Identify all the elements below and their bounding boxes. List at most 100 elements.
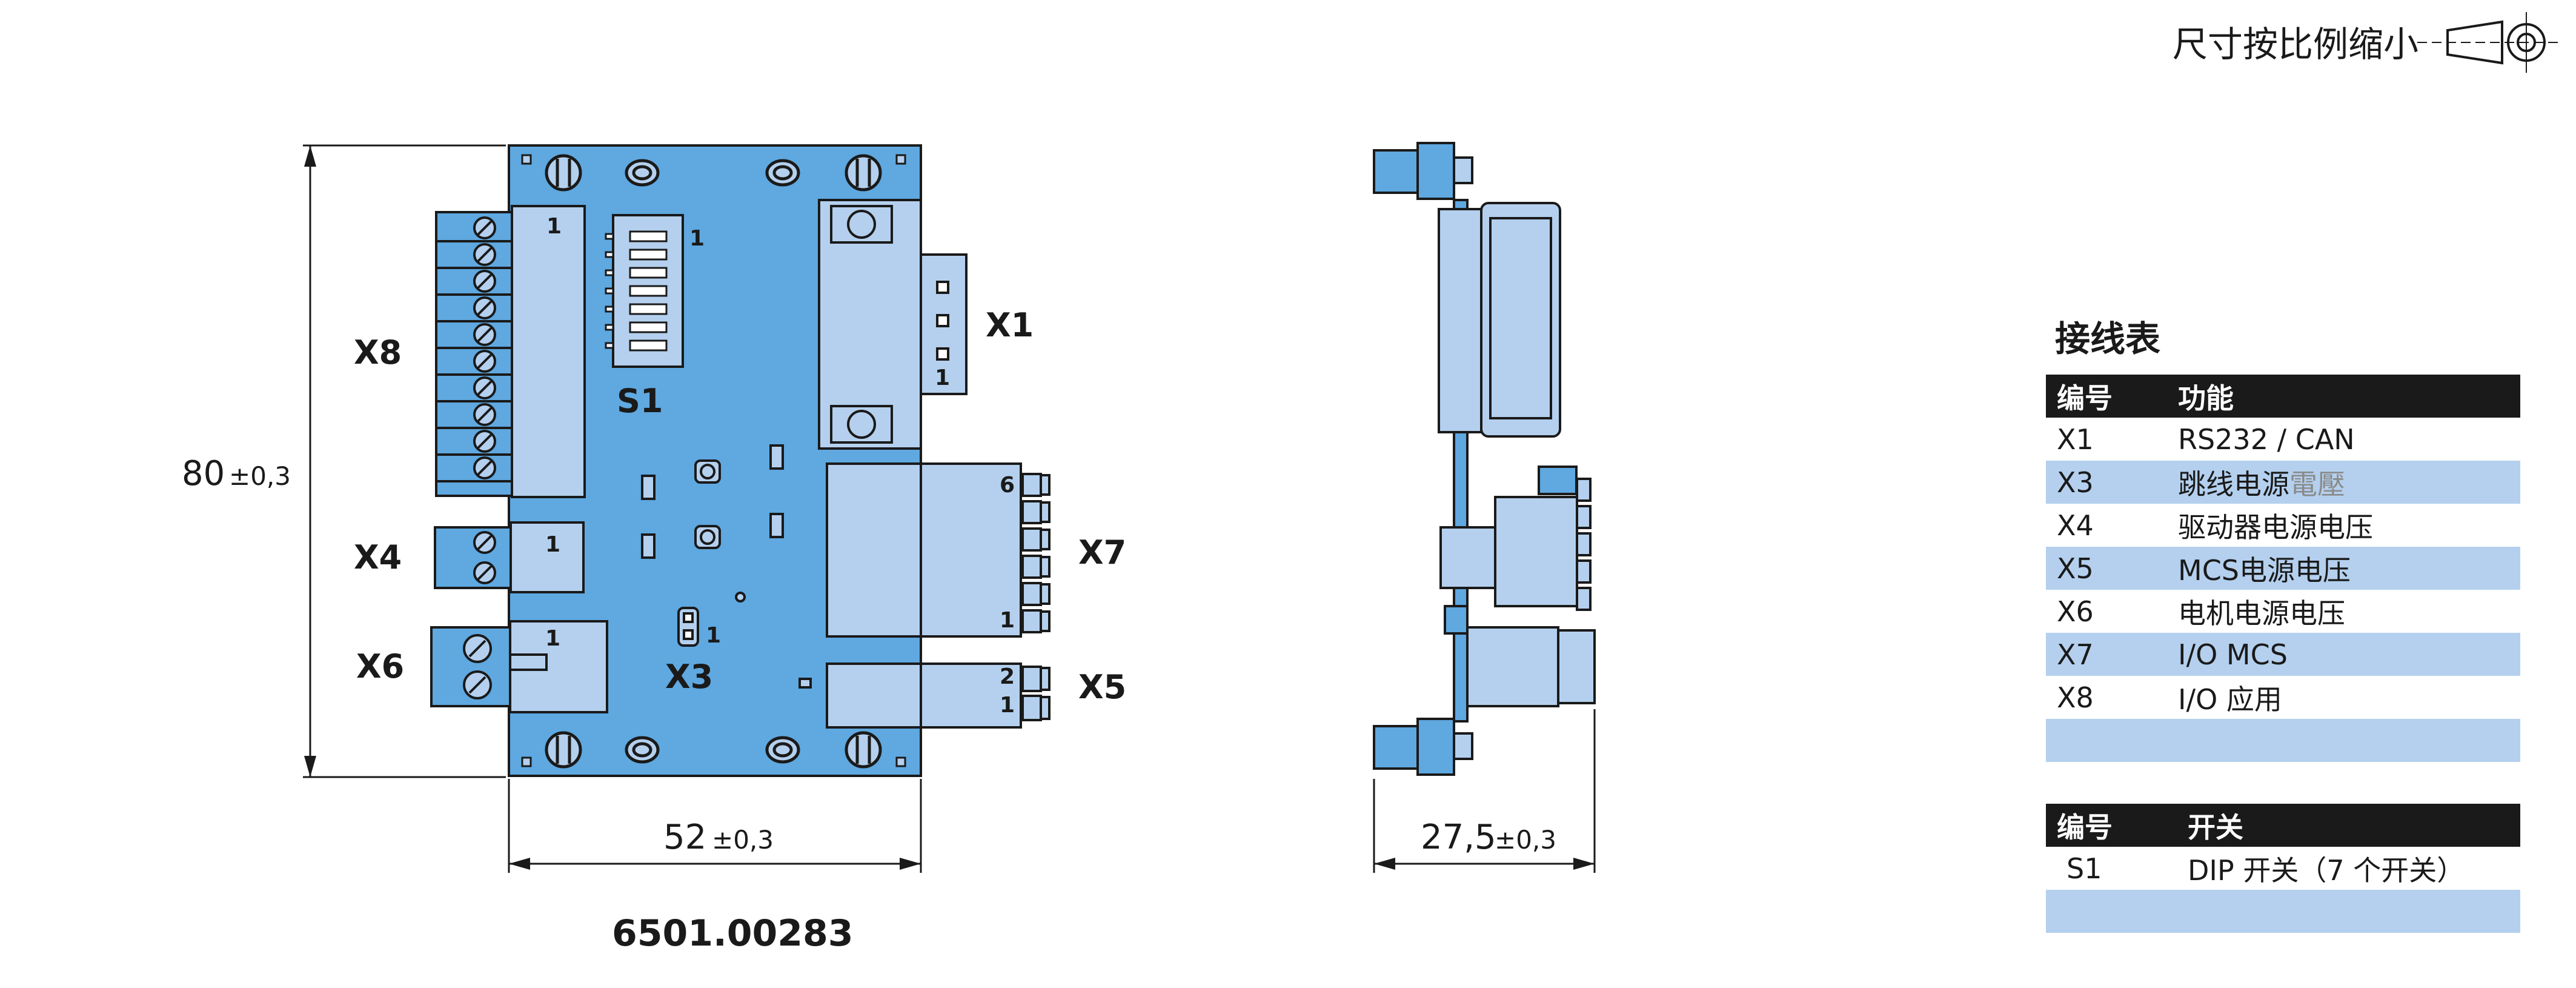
row-function: 跳线电源	[2178, 467, 2289, 501]
label-x8: X8	[354, 333, 402, 372]
connector-x5	[826, 663, 1051, 729]
dip-toggle	[629, 321, 668, 333]
switch-table-header: 编号 开关	[2046, 804, 2520, 847]
connector-x4	[434, 521, 585, 593]
label-x6: X6	[356, 647, 404, 686]
dip-toggle	[629, 230, 668, 242]
row-function: 驱动器电源电压	[2178, 510, 2373, 544]
wiring-table-header: 编号 功能	[2046, 375, 2520, 418]
table-row: X5 MCS电源电压	[2046, 547, 2520, 590]
standoff-icon	[625, 159, 800, 764]
header-function: 功能	[2178, 375, 2520, 418]
pin-x4: 1	[545, 532, 560, 557]
row-id: X5	[2046, 547, 2178, 590]
switch-table: 编号 开关 S1 DIP 开关（7 个开关）	[2046, 804, 2520, 933]
table-row: X1 RS232 / CAN	[2046, 418, 2520, 461]
row-function: I/O 应用	[2178, 683, 2282, 716]
header-switch: 开关	[2188, 804, 2520, 847]
connector-pin	[1021, 527, 1042, 552]
table-row	[2046, 890, 2520, 933]
projection-symbol-icon	[2417, 12, 2563, 73]
header-id: 编号	[2046, 375, 2178, 418]
height-dim-value: 80	[182, 454, 225, 493]
row-function	[2188, 890, 2520, 933]
pin-x5-top: 2	[1000, 664, 1015, 689]
row-id	[2046, 890, 2188, 933]
row-id: S1	[2066, 852, 2102, 885]
connector-pin	[1576, 532, 1592, 556]
side-view	[1373, 142, 1596, 873]
row-function: I/O MCS	[2178, 633, 2520, 676]
mount-screw-icon	[545, 154, 882, 769]
row-id: X6	[2057, 595, 2094, 628]
row-id: X3	[2046, 461, 2178, 504]
pin-x3: 1	[706, 623, 721, 648]
connector-x6	[430, 620, 608, 713]
dip-toggle	[629, 339, 668, 352]
depth-dim-tol: ±0,3	[1495, 825, 1556, 855]
row-function-extra: 電壓	[2289, 467, 2345, 501]
jumper-x3	[677, 607, 699, 647]
connector-pin	[1576, 505, 1592, 529]
scale-note-text: 尺寸按比例缩小	[2172, 24, 2418, 65]
pcb-components	[641, 444, 812, 689]
width-dim-value: 52	[663, 818, 706, 857]
row-function	[2178, 719, 2520, 762]
label-s1: S1	[617, 382, 663, 420]
row-function: 电机电源电压	[2178, 596, 2345, 630]
dip-toggle	[629, 285, 668, 297]
label-x1: X1	[986, 306, 1034, 344]
pin-x7-bottom: 1	[1000, 608, 1015, 633]
label-x3: X3	[665, 658, 713, 696]
connector-x7	[826, 462, 1051, 638]
label-x4: X4	[354, 538, 402, 576]
connector-pin	[1021, 555, 1042, 579]
width-dim-tol: ±0,3	[712, 825, 774, 855]
part-number: 6501.00283	[612, 912, 854, 955]
dip-switch-s1	[605, 214, 684, 368]
connector-pin	[1021, 609, 1042, 633]
label-x7: X7	[1078, 533, 1126, 572]
label-x5: X5	[1078, 668, 1126, 706]
front-view: X8 X4 X6 X1 X7 X5 X3 S1 1 1 1 1 1 1 6 1 …	[182, 144, 1126, 955]
depth-dim-value: 27,5	[1421, 818, 1496, 857]
pin-s1: 1	[689, 226, 705, 251]
width-dimension	[508, 779, 922, 873]
height-dimension	[303, 144, 506, 778]
scale-note: 尺寸按比例缩小	[2173, 16, 2418, 67]
connector-pin	[1021, 473, 1042, 497]
row-function-cell: 跳线电源電壓	[2178, 461, 2520, 504]
connector-pin	[1576, 559, 1592, 584]
table-row: X6 电机电源电压	[2046, 590, 2520, 633]
pin-x7-top: 6	[1000, 473, 1015, 498]
wiring-table: 编号 功能 X1 RS232 / CAN X3 跳线电源電壓 X4 驱动器电源电…	[2046, 375, 2520, 762]
row-function: RS232 / CAN	[2178, 422, 2355, 456]
wiring-table-title: 接线表	[2055, 318, 2161, 359]
table-row	[2046, 719, 2520, 762]
height-dim-tol: ±0,3	[229, 461, 291, 491]
connector-x8	[435, 205, 586, 498]
table-row: X8 I/O 应用	[2046, 676, 2520, 719]
connector-x1	[818, 199, 968, 450]
pin-x1: 1	[935, 365, 950, 390]
table-row: S1 DIP 开关（7 个开关）	[2046, 847, 2520, 890]
table-row: X4 驱动器电源电压	[2046, 504, 2520, 547]
row-function: MCS电源电压	[2178, 547, 2520, 590]
dip-toggle	[629, 303, 668, 315]
connector-pin	[1576, 587, 1592, 611]
board-holes	[521, 154, 906, 767]
row-id: X8	[2057, 681, 2094, 714]
connector-pin	[1021, 500, 1042, 524]
row-function: DIP 开关（7 个开关）	[2188, 853, 2465, 887]
dip-toggle	[629, 249, 668, 261]
pin-x8: 1	[546, 214, 562, 239]
dip-toggle	[629, 267, 668, 279]
table-row: X7 I/O MCS	[2046, 633, 2520, 676]
row-id: X1	[2057, 422, 2094, 456]
row-id: X4	[2057, 509, 2094, 542]
row-id	[2046, 719, 2178, 762]
table-row: X3 跳线电源電壓	[2046, 461, 2520, 504]
header-id: 编号	[2046, 804, 2188, 847]
pin-x6: 1	[545, 626, 560, 651]
